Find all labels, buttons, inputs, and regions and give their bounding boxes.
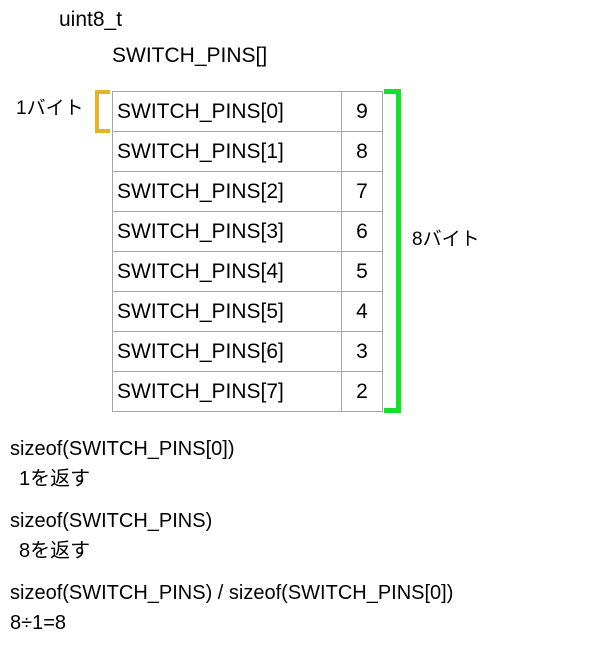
sizeof-explanation-item: sizeof(SWITCH_PINS) / sizeof(SWITCH_PINS… [10, 578, 600, 638]
array-element-name: SWITCH_PINS[4] [112, 251, 342, 292]
one-byte-bracket [95, 90, 110, 133]
array-element-name: SWITCH_PINS[0] [112, 91, 342, 132]
array-memory-table: SWITCH_PINS[0] 9 SWITCH_PINS[1] 8 SWITCH… [112, 91, 383, 412]
array-element-name: SWITCH_PINS[6] [112, 331, 342, 372]
array-element-value: 8 [341, 131, 383, 172]
sizeof-expression: sizeof(SWITCH_PINS) / sizeof(SWITCH_PINS… [10, 582, 454, 604]
table-row: SWITCH_PINS[6] 3 [112, 331, 383, 372]
array-element-value: 9 [341, 91, 383, 132]
sizeof-explanation-item: sizeof(SWITCH_PINS) 8を返す [10, 506, 600, 566]
array-element-name: SWITCH_PINS[3] [112, 211, 342, 252]
table-row: SWITCH_PINS[5] 4 [112, 291, 383, 332]
array-element-value: 6 [341, 211, 383, 252]
declaration-type: uint8_t [59, 8, 123, 31]
sizeof-explanation-item: sizeof(SWITCH_PINS[0]) 1を返す [10, 434, 600, 494]
sizeof-expression: sizeof(SWITCH_PINS) [10, 510, 213, 532]
array-element-value: 7 [341, 171, 383, 212]
declaration-array-name: SWITCH_PINS[] [112, 44, 268, 67]
array-element-name: SWITCH_PINS[1] [112, 131, 342, 172]
table-row: SWITCH_PINS[4] 5 [112, 251, 383, 292]
sizeof-result: 1を返す [19, 468, 91, 490]
array-table-body: SWITCH_PINS[0] 9 SWITCH_PINS[1] 8 SWITCH… [112, 91, 383, 412]
eight-byte-bracket [384, 89, 401, 413]
array-element-name: SWITCH_PINS[5] [112, 291, 342, 332]
sizeof-result: 8を返す [19, 540, 91, 562]
table-row: SWITCH_PINS[1] 8 [112, 131, 383, 172]
sizeof-expression: sizeof(SWITCH_PINS[0]) [10, 438, 235, 460]
one-byte-label: 1バイト [16, 98, 84, 119]
array-element-name: SWITCH_PINS[2] [112, 171, 342, 212]
array-element-name: SWITCH_PINS[7] [112, 371, 342, 412]
array-element-value: 2 [341, 371, 383, 412]
sizeof-explanation-block: sizeof(SWITCH_PINS[0]) 1を返す sizeof(SWITC… [10, 434, 600, 650]
array-element-value: 3 [341, 331, 383, 372]
table-row: SWITCH_PINS[2] 7 [112, 171, 383, 212]
sizeof-result: 8÷1=8 [10, 612, 67, 634]
table-row: SWITCH_PINS[3] 6 [112, 211, 383, 252]
array-element-value: 5 [341, 251, 383, 292]
table-row: SWITCH_PINS[7] 2 [112, 371, 383, 412]
eight-byte-label: 8バイト [412, 229, 480, 250]
array-element-value: 4 [341, 291, 383, 332]
table-row: SWITCH_PINS[0] 9 [112, 91, 383, 132]
